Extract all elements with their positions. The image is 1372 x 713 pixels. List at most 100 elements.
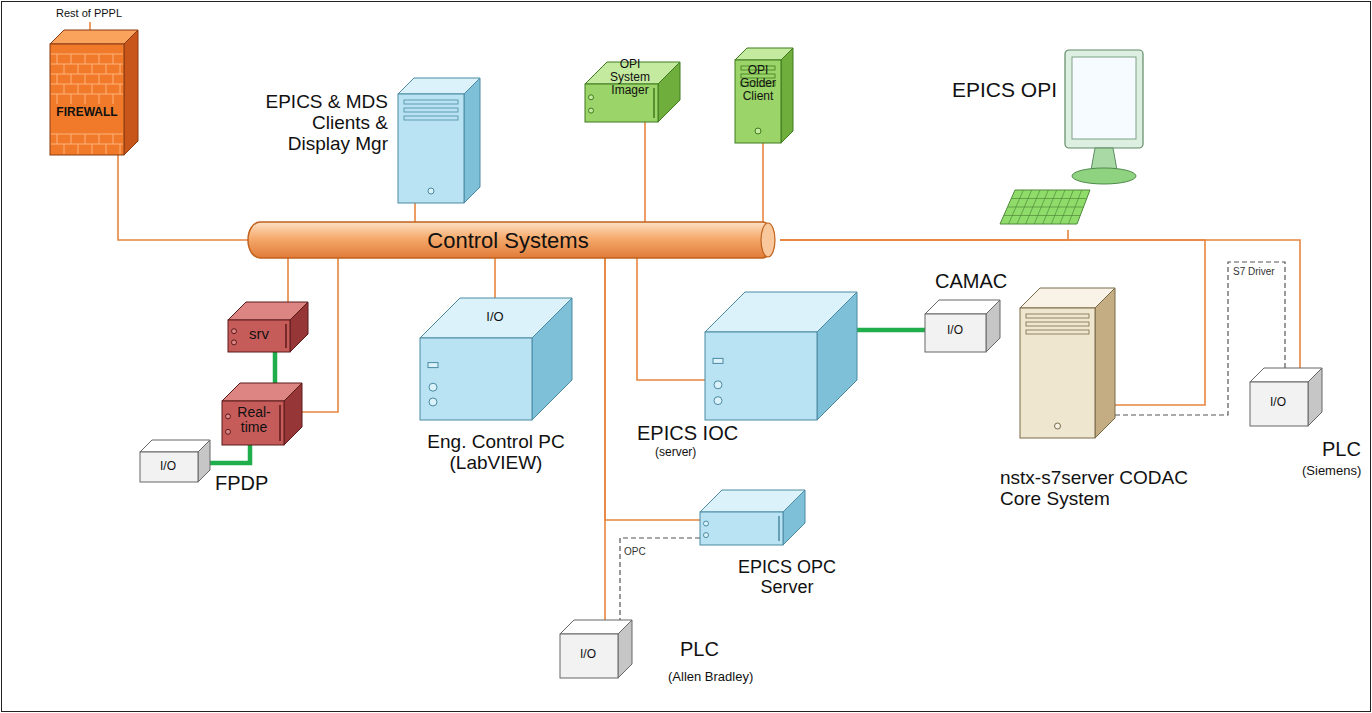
rack-part <box>653 88 655 118</box>
firewall-part <box>51 94 123 95</box>
tower-part <box>1055 423 1061 429</box>
firewall-part <box>78 144 79 154</box>
network-link <box>605 258 700 520</box>
monitor-part <box>1091 148 1117 170</box>
monitor-part <box>1000 50 1143 224</box>
edge-label: OPC <box>623 546 647 557</box>
firewall-part <box>51 134 123 135</box>
box-part <box>560 634 618 678</box>
node-label: I/O <box>1258 396 1298 409</box>
ioc-server-icon <box>705 292 857 420</box>
firewall-part <box>99 134 100 144</box>
firewall-part <box>120 64 121 74</box>
node-label: Control Systems <box>248 229 768 253</box>
firewall-part <box>51 84 123 85</box>
monitor-part <box>1065 50 1143 148</box>
firewall-part <box>85 134 86 144</box>
network-link <box>414 203 416 222</box>
rack-part <box>232 340 237 345</box>
tower-part <box>404 100 458 104</box>
node-label: (Allen Bradley) <box>668 670 778 684</box>
firewall-part <box>106 64 107 74</box>
firewall-part <box>106 84 107 94</box>
cube-part <box>420 298 572 420</box>
camac-module: CAMACI/O <box>925 300 1000 352</box>
rack-part <box>589 95 594 100</box>
box-part <box>140 440 210 482</box>
node-label: FPDP <box>215 472 285 494</box>
rack-part <box>284 383 302 445</box>
monitor-part <box>1034 190 1048 224</box>
firewall: FIREWALL <box>50 30 138 155</box>
plc-module: I/OPLC(Allen Bradley) <box>560 620 632 678</box>
ioc-server: EPICS IOC(server) <box>705 292 857 420</box>
firewall-part <box>113 94 114 104</box>
monitor-part <box>1008 207 1084 208</box>
monitor-part <box>1009 190 1024 224</box>
node-label: I/O <box>148 460 188 473</box>
plc-module: I/OPLC(Siemens) <box>1250 368 1322 426</box>
firewall-part <box>106 144 107 154</box>
firewall-part <box>57 94 58 104</box>
firewall-part <box>71 74 72 84</box>
network-link <box>780 230 1068 240</box>
box-part <box>560 620 632 678</box>
firewall-part <box>71 134 72 144</box>
monitor-part <box>1000 190 1090 224</box>
rack-part <box>222 383 302 445</box>
imager-rack: OPI System Imager <box>585 62 680 122</box>
node-label: EPICS OPC Server <box>726 558 848 598</box>
box-part <box>925 300 1000 352</box>
monitor-part <box>1072 57 1136 139</box>
direct-cable <box>273 352 278 383</box>
box-part <box>1308 368 1322 426</box>
monitor-part <box>1017 190 1032 224</box>
rack-part <box>704 533 709 538</box>
tower-part <box>398 94 464 203</box>
direct-cable <box>857 328 925 333</box>
box-part <box>986 300 1000 352</box>
rack-part <box>228 320 290 352</box>
firewall-part <box>99 94 100 104</box>
monitor-part <box>1068 190 1081 224</box>
rack-part <box>704 521 709 526</box>
rack-part <box>228 302 308 352</box>
firewall-part <box>85 94 86 104</box>
node-label: EPICS OPI <box>952 78 1064 101</box>
cube-part <box>532 298 572 420</box>
firewall-part <box>64 84 65 94</box>
monitor-part <box>1011 198 1087 199</box>
tower-part <box>735 48 793 143</box>
tower-part <box>1020 288 1115 438</box>
firewall-part <box>51 54 123 55</box>
tower-part <box>428 188 434 194</box>
node-label: I/O <box>470 310 520 324</box>
rack-part <box>778 516 780 541</box>
cube-part <box>429 398 437 406</box>
driver-link <box>620 538 700 620</box>
firewall-part <box>57 54 58 64</box>
io-module: I/OFPDP <box>140 440 210 482</box>
tower-part <box>398 78 480 203</box>
rack-part <box>783 490 805 545</box>
node-label: srv <box>234 326 284 343</box>
network-link <box>762 143 764 222</box>
firewall-part <box>64 64 65 74</box>
firewall-part <box>113 134 114 144</box>
monitor-part <box>1004 215 1081 216</box>
firewall-part <box>120 84 121 94</box>
firewall-part <box>85 74 86 84</box>
node-label: Eng. Control PC (LabVIEW) <box>405 432 587 474</box>
cube-part <box>705 292 857 420</box>
firewall-part <box>50 30 138 44</box>
firewall-part <box>64 144 65 154</box>
rack-part <box>700 490 805 545</box>
firewall-part <box>124 30 138 155</box>
firewall-part <box>51 74 123 75</box>
server-tower-icon <box>398 78 480 203</box>
firewall-part <box>120 144 121 154</box>
node-label: EPICS IOC <box>637 422 749 444</box>
rack-part <box>226 429 231 434</box>
